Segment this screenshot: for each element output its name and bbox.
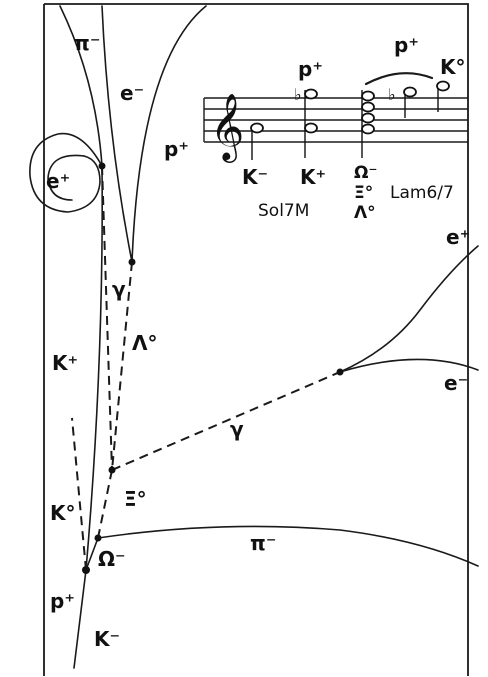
label-omega-minus: Ω⁻ bbox=[98, 547, 126, 571]
chord-note-4 bbox=[361, 123, 375, 135]
vertex-production bbox=[82, 566, 90, 574]
score-chord-label-xi: Ξ° bbox=[354, 183, 373, 203]
flat-icon-2: ♭ bbox=[388, 85, 396, 104]
track-e-plus-spiral-inner bbox=[47, 154, 85, 201]
score-chord-label-lambda: Λ° bbox=[354, 203, 376, 223]
note-head-2-bottom bbox=[304, 122, 318, 134]
label-e-plus-right: e⁺ bbox=[446, 225, 470, 249]
label-k-minus-bottom: K⁻ bbox=[94, 627, 120, 651]
label-pi-minus-bottom: π⁻ bbox=[250, 531, 276, 555]
chord-note-2 bbox=[361, 101, 375, 113]
label-k-zero: K° bbox=[50, 501, 76, 525]
vertex-gamma-conversion bbox=[336, 368, 344, 376]
label-gamma-upper: γ bbox=[112, 277, 126, 301]
label-e-plus-left: e⁺ bbox=[46, 169, 70, 193]
track-omega-minus bbox=[85, 537, 99, 571]
track-k-minus bbox=[73, 569, 87, 669]
track-lambda bbox=[111, 261, 133, 471]
vertex-xi-decay bbox=[108, 466, 116, 474]
note-head-4 bbox=[403, 86, 417, 98]
chord-note-1 bbox=[361, 90, 375, 102]
track-gamma-lower bbox=[111, 371, 341, 471]
track-pi-minus-top bbox=[101, 5, 133, 263]
frame-border bbox=[43, 3, 469, 676]
treble-clef-icon: 𝄞 bbox=[210, 92, 244, 163]
score-label-k-minus: K⁻ bbox=[242, 165, 268, 189]
track-e-plus-right bbox=[339, 245, 479, 373]
track-e-minus-top bbox=[131, 5, 207, 263]
slur-arc bbox=[364, 72, 434, 86]
vertex-lambda-decay bbox=[128, 258, 136, 266]
vertex-omega-decay bbox=[94, 534, 102, 542]
label-gamma-lower: γ bbox=[230, 417, 244, 441]
vertex-gamma-upper bbox=[98, 162, 106, 170]
label-e-minus-top: e⁻ bbox=[120, 81, 144, 105]
note-head-1 bbox=[250, 122, 264, 134]
note-head-2-top bbox=[304, 88, 318, 100]
label-pi-minus-top: π⁻ bbox=[74, 31, 100, 55]
score-chord-label-omega: Ω⁻ bbox=[354, 163, 377, 183]
track-e-minus-right bbox=[339, 358, 479, 373]
label-p-plus-bottom: p⁺ bbox=[50, 589, 75, 613]
track-e-plus-spiral bbox=[29, 132, 103, 213]
track-k-zero bbox=[71, 417, 87, 571]
chord-name-lam67: Lam6/7 bbox=[390, 183, 454, 203]
score-label-k-plus: K⁺ bbox=[300, 165, 326, 189]
label-k-plus: K⁺ bbox=[52, 351, 78, 375]
chord-name-sol7m: Sol7M bbox=[258, 201, 309, 221]
score-label-p-plus-note: p⁺ bbox=[298, 57, 323, 81]
chord-note-3 bbox=[361, 112, 375, 124]
label-e-minus-right: e⁻ bbox=[444, 371, 468, 395]
track-xi-zero bbox=[97, 469, 113, 539]
label-p-plus-left: p⁺ bbox=[164, 137, 189, 161]
score-label-k-zero: K° bbox=[440, 55, 466, 79]
track-gamma-upper bbox=[101, 165, 113, 471]
score-label-p-plus-top: p⁺ bbox=[394, 33, 419, 57]
music-staff bbox=[203, 97, 468, 143]
track-pi-minus-bottom bbox=[97, 525, 479, 567]
track-k-plus bbox=[59, 5, 103, 571]
note-head-5 bbox=[436, 80, 450, 92]
label-lambda: Λ° bbox=[132, 331, 157, 355]
flat-icon-1: ♭ bbox=[294, 85, 302, 104]
label-xi-zero: Ξ° bbox=[124, 487, 147, 511]
